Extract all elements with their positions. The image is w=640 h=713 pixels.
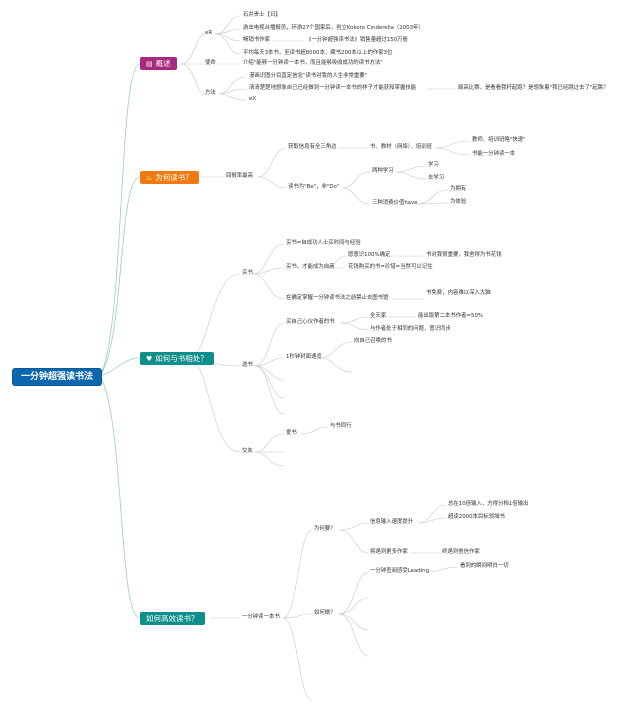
heart-icon: ♥ — [146, 355, 153, 363]
node-buy-sub-leaf[interactable]: 书对我很重要，我舍得为书花钱 — [426, 252, 502, 258]
node-author-5[interactable]: 平均每天3本书，至读书超8000本，藏书200本以上的作家3位 — [243, 50, 393, 56]
node-info-leaf-1[interactable]: 教师、培训班略"快速" — [472, 137, 526, 143]
node-best-return[interactable]: 回报率最高 — [226, 173, 253, 179]
node-buy[interactable]: 买书 — [242, 270, 253, 276]
node-value-leaf-1[interactable]: 为拥有 — [450, 186, 467, 192]
node-author-2[interactable]: 游击电视台播报员，环游27个国家后，创立Kokoro Cinderella（20… — [243, 25, 424, 31]
node-love[interactable]: 交友 — [242, 448, 253, 454]
node-author-1[interactable]: 石井贵士【日】 — [243, 12, 281, 18]
node-cover-leaf[interactable]: 向自己召唤的书 — [354, 338, 392, 344]
link-root-how — [99, 375, 141, 619]
node-input-leaf-1[interactable]: 总在10倍输入，方得分档1倍输出 — [448, 501, 529, 507]
node-info-leaf-2[interactable]: 书能一分钟读一本 — [472, 151, 516, 157]
node-buy-1[interactable]: 买书=自成功人士买时间与经验 — [286, 240, 361, 246]
node-input[interactable]: 信息输入速度提升 — [370, 519, 414, 525]
branch-how[interactable]: 如何高效读书？ — [140, 612, 205, 625]
node-info-child[interactable]: 书、教材（网络）、培训班 — [370, 144, 432, 150]
branch-overview[interactable]: ▤概述 — [140, 57, 177, 70]
branch-why-label: 为何读书？ — [155, 173, 193, 182]
node-love-item[interactable]: 爱书 — [286, 430, 297, 436]
node-value-leaf-2[interactable]: 为体验 — [450, 199, 467, 205]
node-select-1[interactable]: 买自己心仪作者的书 — [286, 319, 335, 325]
node-buy-sub-2[interactable]: 花钱购买的书=珍惜=当然可以记住 — [348, 264, 433, 270]
node-er[interactable]: eR — [205, 30, 213, 36]
flame-icon: ♨ — [146, 174, 153, 182]
node-leading[interactable]: 一分钟查阅感受Leading — [370, 568, 430, 574]
node-library-leaf[interactable]: 书免费，内容难以深入大脑 — [426, 290, 491, 296]
node-author[interactable]: 将遇到更多作家 — [370, 549, 408, 555]
node-select-sub-1[interactable]: 全天家 — [370, 313, 387, 319]
branch-overview-label: 概述 — [155, 59, 171, 68]
node-author-3[interactable]: 畅销书作家 — [243, 37, 270, 43]
node-method[interactable]: 方法 — [205, 90, 216, 96]
link-root-meet — [99, 357, 141, 377]
node-method-3[interactable]: eX — [249, 96, 257, 102]
node-how-q[interactable]: 如何做？ — [314, 610, 336, 616]
node-method-extra[interactable]: 颇高比赛，是看看我杆起跑？是想象着"我已经跳过去了"起跳？ — [458, 85, 609, 91]
node-author-4[interactable]: 《一分钟超强读书法》销售量超过150万册 — [306, 37, 408, 43]
node-input-leaf-2[interactable]: 超读2000本目标领域书 — [448, 514, 505, 520]
node-select-2[interactable]: 1秒钟封面速览 — [286, 354, 322, 360]
node-mission[interactable]: 使命 — [205, 60, 216, 66]
node-love-leaf[interactable]: 与书同行 — [330, 423, 352, 429]
link-root-overview — [99, 63, 141, 377]
node-buy-sub-1[interactable]: 愿意识100%确定 — [348, 252, 391, 258]
node-buy-2[interactable]: 买书，才能成为自商 — [286, 264, 335, 270]
node-three-value[interactable]: 三种消费价值have — [372, 200, 418, 206]
branch-meet-label: 如何与书相处？ — [155, 354, 208, 363]
node-why-q[interactable]: 为何要？ — [314, 526, 336, 532]
node-one-minute[interactable]: 一分钟读一本书 — [242, 614, 280, 620]
root-topic[interactable]: 一分钟超强读书法 — [12, 368, 102, 386]
node-author-leaf[interactable]: 终遇到他信作家 — [442, 549, 480, 555]
book-icon: ▤ — [146, 60, 153, 68]
node-info[interactable]: 获取信息有全三角边 — [288, 144, 337, 150]
node-leading-leaf[interactable]: 看到的瞬间明白一切 — [460, 563, 509, 569]
branch-meet[interactable]: ♥如何与书相处？ — [140, 352, 214, 365]
node-learn-leaf-1[interactable]: 学习 — [428, 162, 439, 168]
node-be-do[interactable]: 读书为"Be"，非"Do" — [288, 184, 340, 190]
link-root-why — [99, 176, 141, 377]
branch-how-label: 如何高效读书？ — [146, 614, 199, 623]
node-select-sub-leaf[interactable]: 能出版第二本书作者=50% — [418, 313, 484, 319]
node-method-1[interactable]: 漫画识图分目直定信念"读书对我的人生非常重要" — [249, 73, 368, 79]
node-method-2[interactable]: 清清楚楚地想象自己已经做到一分钟读一本书的样子才能获和掌握技能 — [249, 85, 417, 91]
node-mission-text[interactable]: 介绍"能够一分钟读一本书，而且能够吸收成功的读书方法" — [243, 60, 383, 66]
node-two-learn[interactable]: 两种学习 — [372, 168, 394, 174]
node-select-sub-2[interactable]: 与作者处于相同的问题，意识同步 — [370, 326, 451, 332]
node-learn-leaf-2[interactable]: 去学习 — [428, 175, 445, 181]
branch-why[interactable]: ♨为何读书？ — [140, 171, 199, 184]
node-select[interactable]: 选书 — [242, 362, 253, 368]
node-buy-3[interactable]: 在确定掌握一分钟读书法之前禁止去图书馆 — [286, 295, 389, 301]
